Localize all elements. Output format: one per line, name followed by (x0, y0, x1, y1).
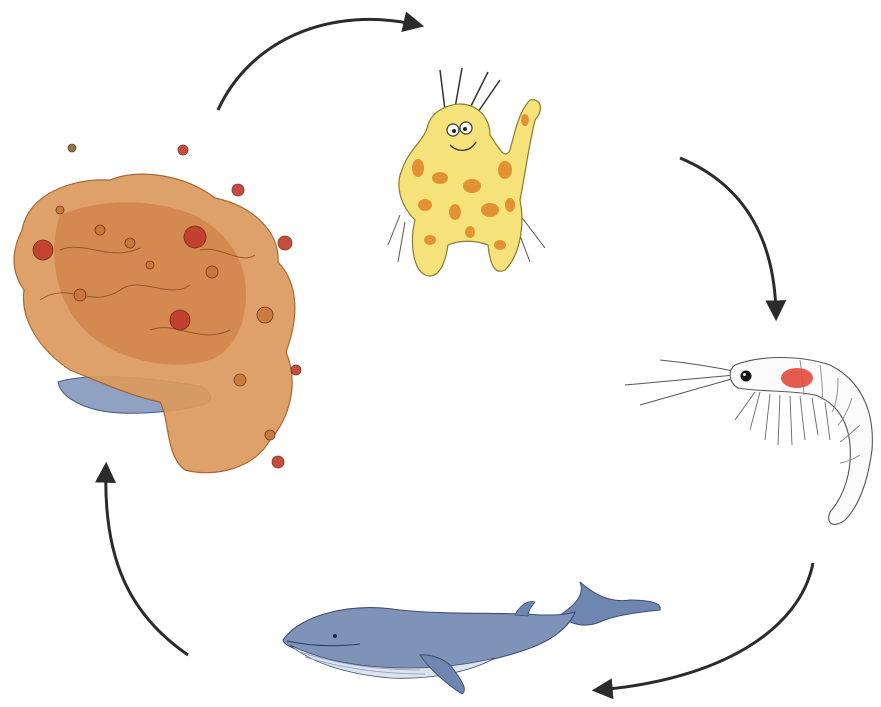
whale-dorsal-fin (515, 602, 535, 616)
krill-eye (741, 371, 752, 382)
krill-stomach (781, 368, 813, 388)
iron-particle (95, 225, 105, 235)
arrow-krill-to-whale (598, 563, 813, 690)
iron-particle (68, 144, 76, 152)
iron-particle (125, 238, 135, 248)
iron-particle (257, 307, 273, 323)
iron-particle (178, 145, 188, 155)
arrow-phytoplankton-to-krill (680, 158, 776, 315)
iron-particle (170, 310, 190, 330)
whale-tail (560, 582, 660, 625)
cartoon-phytoplankton-character-icon (388, 68, 545, 276)
krill-shrimp-icon (625, 358, 872, 525)
iron-particle (33, 240, 53, 260)
whale-eye (333, 634, 337, 638)
iron-particle (272, 456, 284, 468)
iron-particle (56, 206, 64, 214)
iron-particle (74, 289, 86, 301)
iron-particle (184, 226, 206, 248)
decomposing-whale-with-iron-particles-icon (14, 144, 301, 473)
blue-whale-icon (283, 582, 660, 694)
iron-particle (265, 430, 275, 440)
iron-particle (234, 374, 246, 386)
iron-particle (291, 365, 301, 375)
arrow-sediment-to-phytoplankton (218, 19, 418, 110)
iron-particle (206, 266, 218, 278)
arrow-whale-to-sediment (106, 468, 188, 655)
iron-particle (232, 184, 244, 196)
iron-particle (278, 236, 292, 250)
iron-particle (146, 261, 154, 269)
krill-antennae (625, 360, 738, 405)
krill-legs (735, 392, 830, 445)
